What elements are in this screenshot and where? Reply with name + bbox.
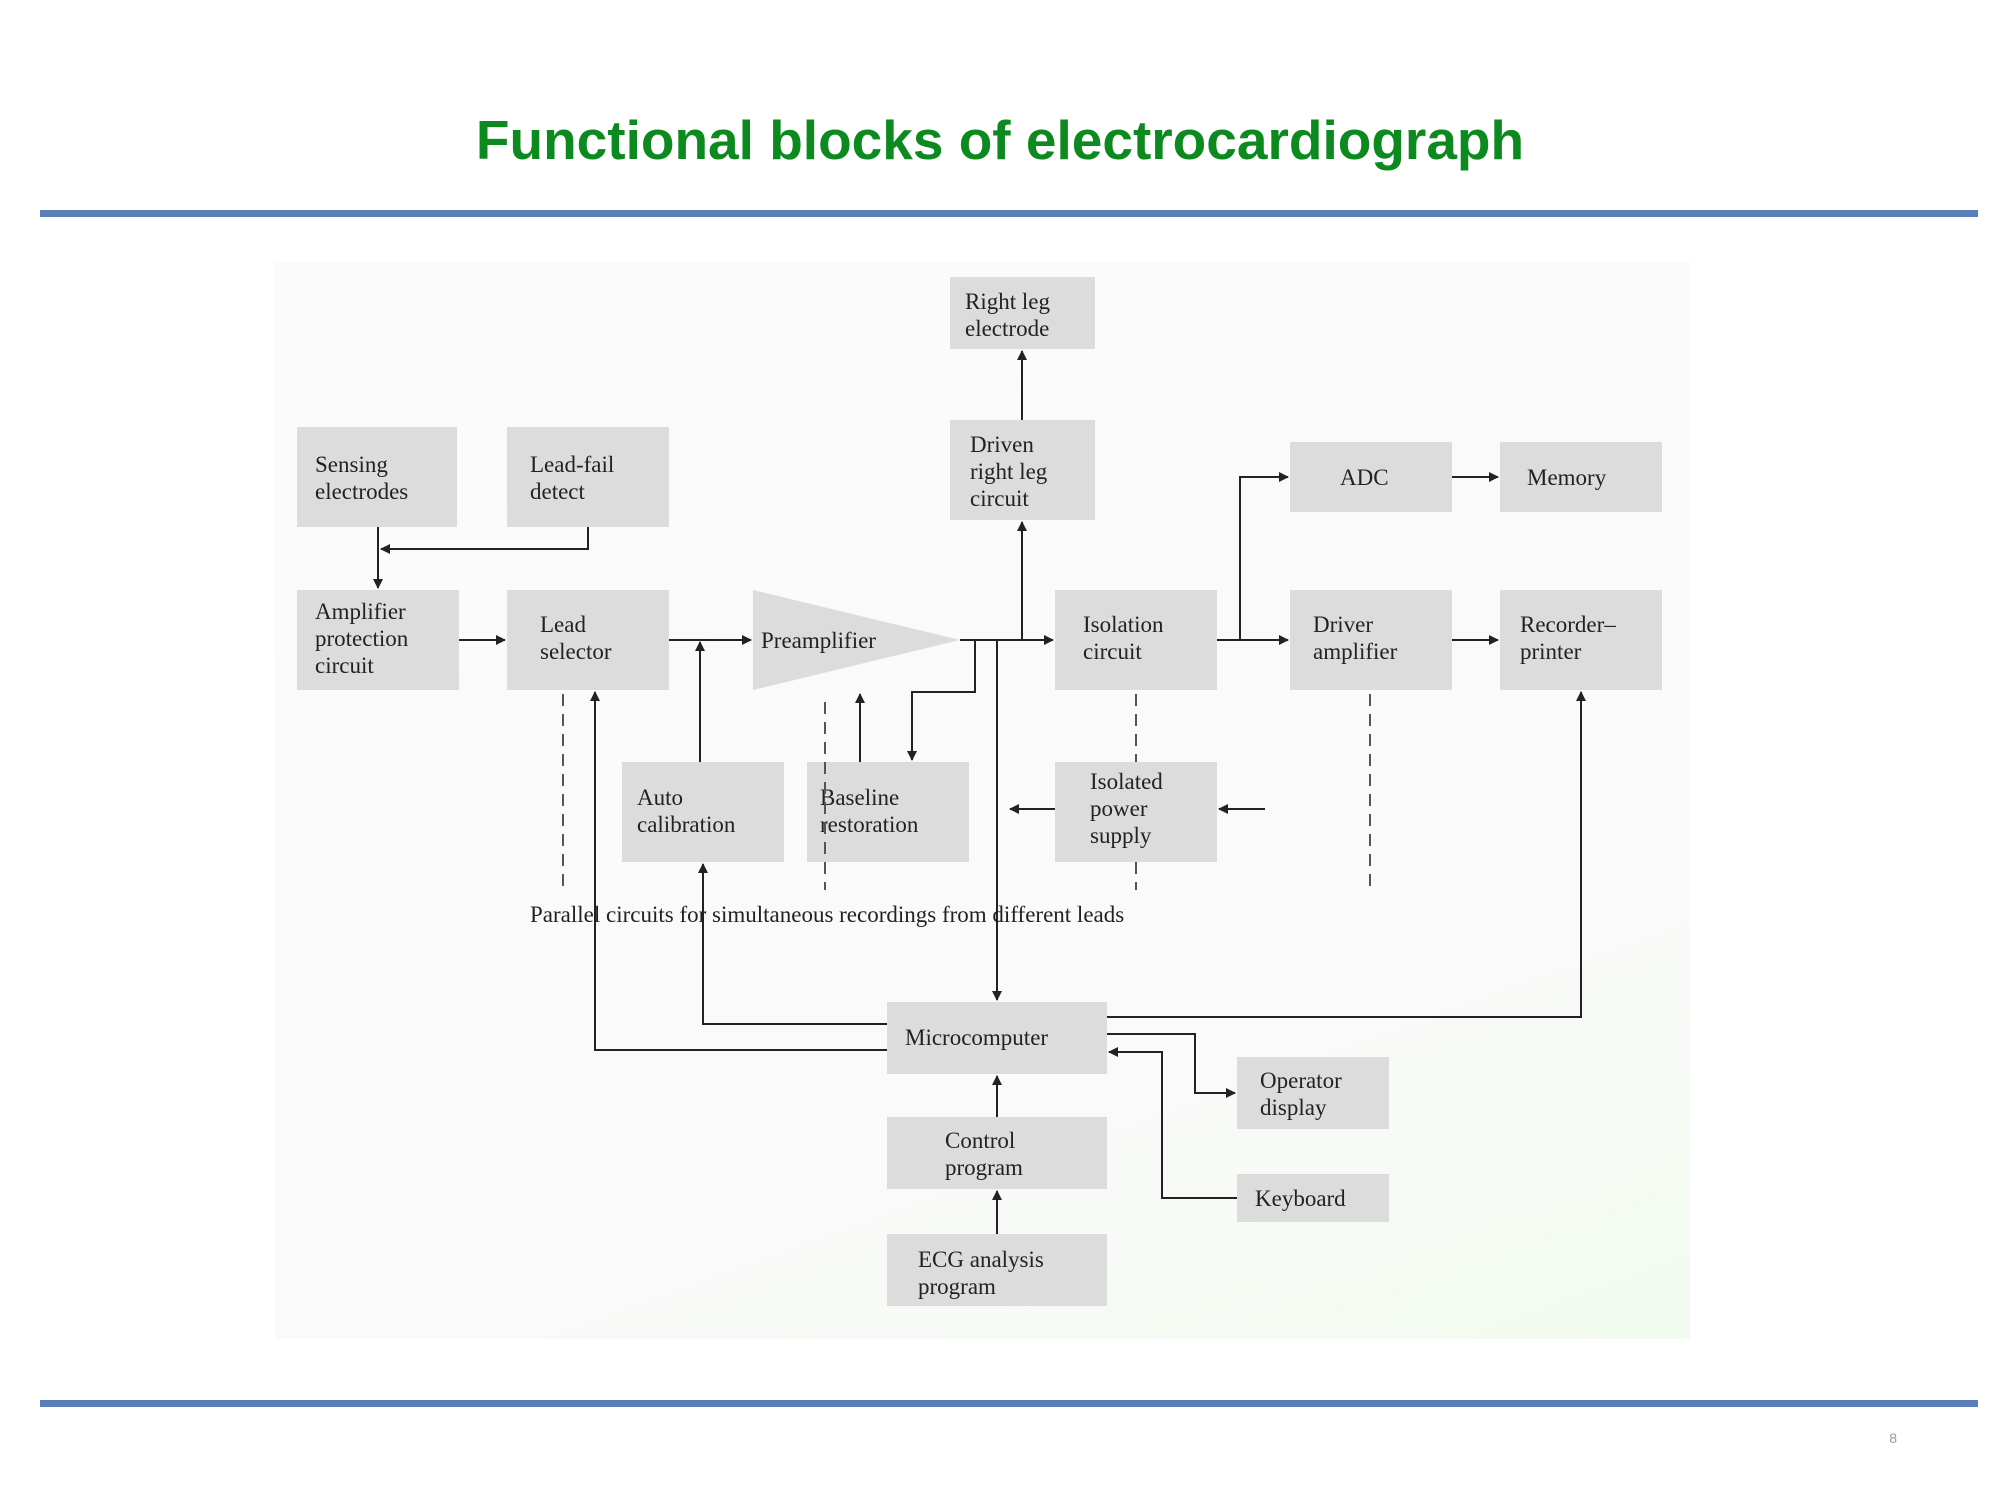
parallel-dashed-lines: [562, 694, 1371, 890]
block-microcomputer: Microcomputer: [887, 1002, 1107, 1074]
signal-connections: [373, 350, 1586, 1234]
svg-text:Microcomputer: Microcomputer: [905, 1025, 1048, 1050]
block-keyboard: Keyboard: [1237, 1174, 1389, 1222]
svg-text:Keyboard: Keyboard: [1255, 1186, 1346, 1211]
page-number: 8: [1889, 1430, 1897, 1446]
svg-text:Recorder–printer: Recorder–printer: [1520, 612, 1616, 664]
parallel-circuits-note: Parallel circuits for simultaneous recor…: [530, 902, 1124, 927]
svg-text:Preamplifier: Preamplifier: [761, 628, 876, 653]
top-divider: [40, 210, 1978, 217]
block-recorder-printer: Recorder–printer: [1500, 590, 1662, 690]
svg-text:ADC: ADC: [1340, 465, 1389, 490]
block-adc: ADC: [1290, 442, 1452, 512]
block-preamplifier: Preamplifier: [753, 590, 960, 690]
block-memory: Memory: [1500, 442, 1662, 512]
slide-title: Functional blocks of electrocardiograph: [475, 109, 1525, 171]
bottom-divider: [40, 1400, 1978, 1407]
svg-text:Memory: Memory: [1527, 465, 1607, 490]
